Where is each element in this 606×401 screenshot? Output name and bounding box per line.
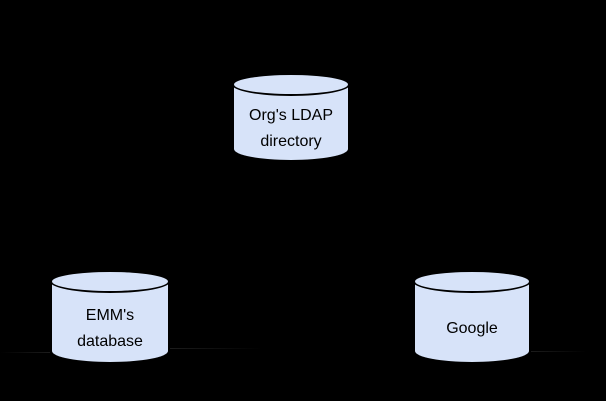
db-label-line: EMM's xyxy=(85,306,135,324)
cylinder-top-ellipse xyxy=(232,73,350,96)
db-label-org-ldap-directory: Org's LDAP directory xyxy=(232,96,350,162)
db-cylinder-google: Google xyxy=(413,270,531,364)
connector-trace-right-of-emm xyxy=(170,348,263,349)
db-cylinder-org-ldap-directory: Org's LDAP directory xyxy=(232,73,350,162)
connector-trace-left-of-emm xyxy=(0,352,50,353)
db-label-google: Google xyxy=(413,293,531,364)
db-label-line: database xyxy=(77,332,143,350)
db-label-line: Google xyxy=(446,319,498,337)
cylinder-body xyxy=(413,281,531,364)
cylinder-top-ellipse xyxy=(50,270,170,293)
db-label-line: directory xyxy=(260,133,322,150)
db-label-emm-database: EMM's database xyxy=(50,293,170,364)
cylinder-top-ellipse xyxy=(413,270,531,293)
cylinder-body xyxy=(232,84,350,162)
db-label-line: Org's LDAP xyxy=(249,107,333,124)
cylinder-body xyxy=(50,281,170,364)
connector-trace-right-of-google xyxy=(531,351,586,352)
db-cylinder-emm-database: EMM's database xyxy=(50,270,170,364)
